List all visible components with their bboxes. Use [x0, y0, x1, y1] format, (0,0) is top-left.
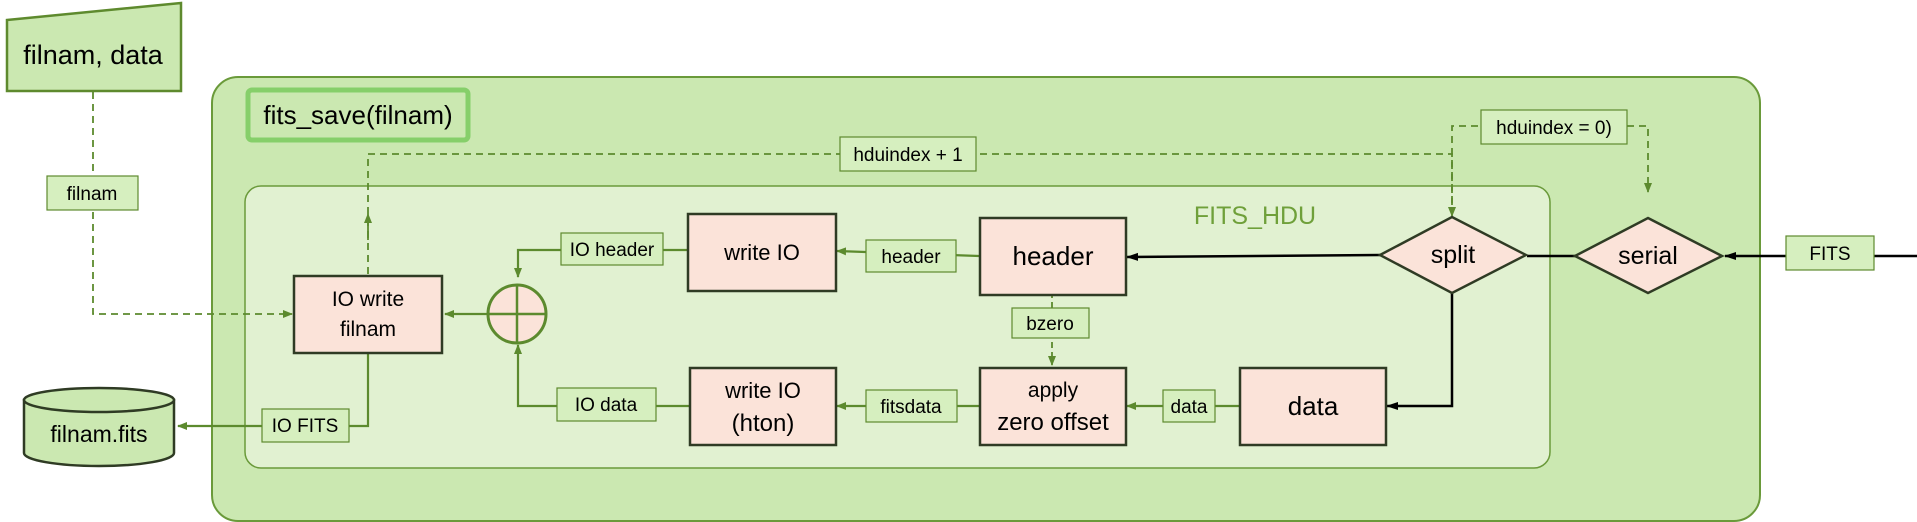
- output-node: [22, 398, 176, 468]
- decision-serial: [1572, 216, 1725, 295]
- svg-text:bzero: bzero: [1026, 314, 1074, 335]
- process-apply-zero: [978, 366, 1128, 447]
- label-io-header: IO header: [560, 232, 664, 266]
- label-bzero: bzero: [1011, 307, 1090, 339]
- input-node-label: filnam, data: [23, 40, 164, 70]
- svg-text:filnam: filnam: [67, 184, 118, 205]
- decision-serial-label: serial: [1618, 242, 1678, 270]
- process-write-io-hton-line1: write IO: [724, 378, 801, 403]
- label-filnam: filnam: [46, 175, 139, 211]
- edge-filnam: [92, 92, 293, 318]
- process-io-write-line2: filnam: [340, 318, 396, 341]
- label-header: header: [865, 239, 957, 273]
- process-write-io: [686, 212, 838, 293]
- process-write-io-hton: [688, 366, 838, 447]
- edge-split-data: [1386, 293, 1454, 410]
- process-write-io-label: write IO: [723, 240, 800, 265]
- label-io-fits: IO FITS: [261, 408, 350, 443]
- label-io-data: IO data: [556, 387, 657, 422]
- svg-text:IO FITS: IO FITS: [272, 416, 339, 437]
- process-header-label: header: [1013, 241, 1094, 271]
- label-hduindex-zero: hduindex = 0): [1480, 109, 1628, 145]
- process-io-write-line1: IO write: [332, 288, 404, 311]
- svg-text:IO data: IO data: [575, 395, 638, 416]
- svg-text:hduindex + 1: hduindex + 1: [853, 145, 962, 166]
- svg-text:hduindex = 0): hduindex = 0): [1496, 118, 1612, 139]
- decision-split: [1377, 215, 1529, 295]
- svg-text:fitsdata: fitsdata: [880, 397, 942, 418]
- label-fitsdata: fitsdata: [865, 389, 958, 423]
- hdu-title: FITS_HDU: [1194, 202, 1316, 230]
- svg-text:header: header: [881, 247, 941, 268]
- svg-text:FITS: FITS: [1809, 244, 1850, 265]
- svg-text:IO header: IO header: [570, 240, 655, 261]
- process-data: [1238, 366, 1388, 447]
- label-fits: FITS: [1785, 235, 1875, 271]
- output-node-label: filnam.fits: [50, 421, 147, 447]
- process-data-label: data: [1288, 391, 1339, 421]
- process-header: [978, 216, 1128, 297]
- edge-split-header: [1126, 252, 1381, 261]
- edge-iowrite-output: [177, 353, 370, 430]
- function-title: fits_save(filnam): [263, 100, 452, 130]
- label-hduindex-plus: hduindex + 1: [839, 136, 977, 172]
- label-data: data: [1162, 389, 1216, 423]
- process-apply-zero-line2: zero offset: [997, 409, 1109, 436]
- process-io-write: [292, 274, 444, 355]
- input-node: [5, 1, 183, 93]
- output-node-top: [22, 386, 176, 414]
- process-write-io-hton-line2: (hton): [732, 410, 795, 437]
- process-apply-zero-line1: apply: [1028, 379, 1079, 402]
- svg-text:data: data: [1171, 397, 1208, 418]
- function-title-box: [245, 87, 471, 143]
- decision-split-label: split: [1431, 241, 1476, 269]
